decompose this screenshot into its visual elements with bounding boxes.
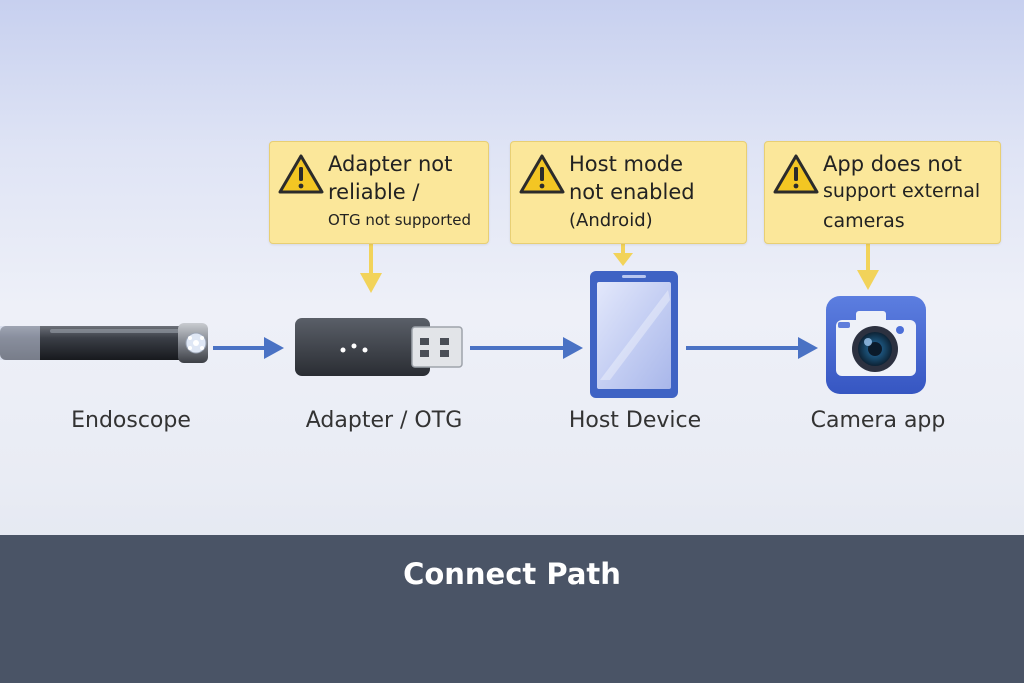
node-label-endoscope: Endoscope (71, 408, 191, 433)
node-label-host: Host Device (568, 408, 702, 433)
warning-callout-host: Host mode not enabled (Android) (510, 141, 747, 244)
callout-text-line1: Adapter not (328, 152, 453, 176)
warning-icon (519, 154, 565, 194)
usb-adapter-icon (295, 318, 463, 376)
node-label-adapter: Adapter / OTG (305, 408, 463, 433)
callout-arrow-host (613, 243, 633, 266)
diagram-graphics (0, 243, 926, 398)
endoscope-icon (0, 323, 208, 363)
callout-text-line2: support external (823, 180, 981, 202)
flow-arrow-3 (686, 337, 818, 359)
flow-arrow-1 (213, 337, 284, 359)
warning-callout-adapter: Adapter not reliable / OTG not supported (269, 141, 489, 244)
footer-title: Connect Path (403, 557, 621, 591)
callout-arrow-adapter (360, 243, 382, 293)
callout-text-line3: OTG not supported (328, 211, 472, 229)
callout-text-line1: Host mode (569, 152, 684, 176)
flow-arrow-2 (470, 337, 583, 359)
callout-text-line1: App does not (823, 152, 962, 176)
callout-text-line3: cameras (823, 210, 905, 232)
callout-text-line3: (Android) (569, 210, 653, 231)
warning-callout-app: App does not support external cameras (764, 141, 1001, 244)
footer-bar: Connect Path (0, 535, 1024, 683)
tablet-icon (590, 271, 678, 398)
callout-text-line2: not enabled (569, 180, 695, 204)
diagram-stage: Adapter not reliable / OTG not supported… (0, 141, 1001, 433)
warning-icon (773, 154, 819, 194)
callout-arrow-app (857, 243, 879, 290)
camera-app-icon (826, 296, 926, 394)
node-label-camera-app: Camera app (810, 408, 946, 433)
callout-text-line2: reliable / (328, 180, 420, 204)
warning-icon (278, 154, 324, 194)
